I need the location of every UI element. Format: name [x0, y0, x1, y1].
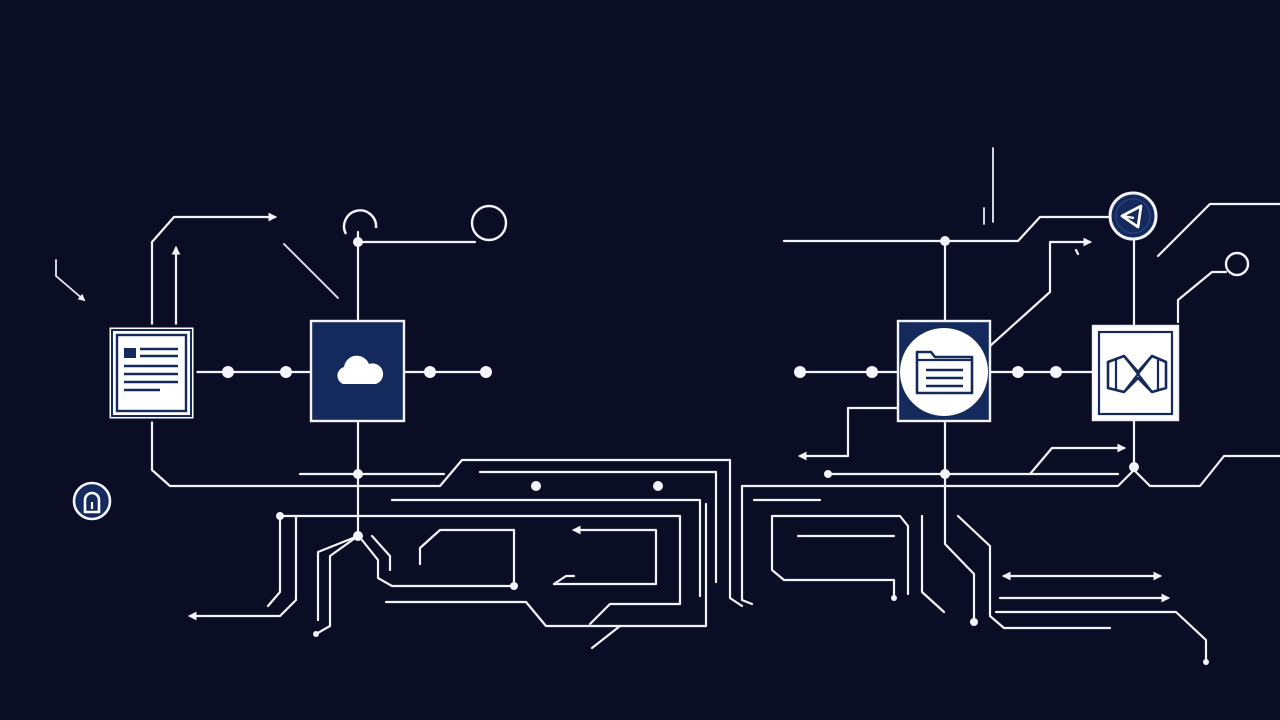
send-badge [1108, 191, 1158, 241]
folder-node [896, 319, 992, 423]
cloud-icon [337, 355, 384, 384]
send-arrow-icon [1120, 204, 1143, 229]
document-node [106, 324, 197, 422]
folder-icon [915, 350, 974, 395]
mesh-node [1091, 324, 1180, 422]
left-connectors [55, 212, 744, 650]
right-connectors [740, 147, 1280, 666]
lock-icon [83, 491, 101, 514]
endpoint-rings [342, 204, 1250, 277]
lock-badge [72, 481, 112, 521]
junction-dots [222, 236, 1209, 665]
network-mesh-icon [1106, 354, 1168, 394]
cloud-node [309, 319, 406, 423]
document-icon [115, 333, 188, 413]
